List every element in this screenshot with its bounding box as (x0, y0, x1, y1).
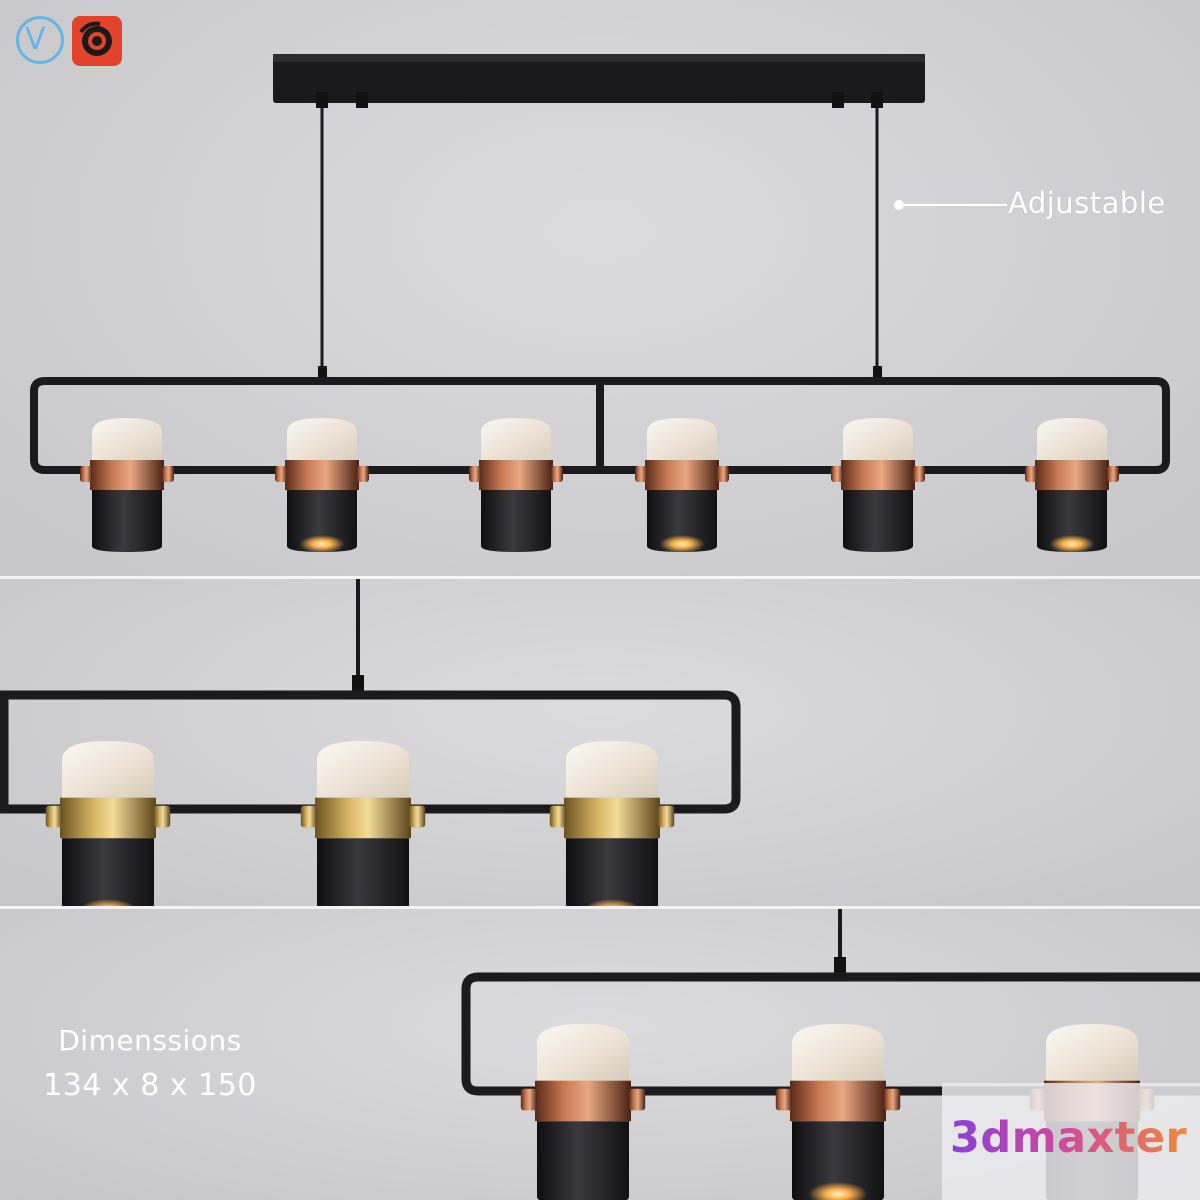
chandelier-closeup-brass-render (0, 579, 741, 906)
spotlight-lamp (300, 741, 426, 906)
spotlight-lamp (520, 1024, 646, 1200)
panel-divider (0, 906, 1200, 909)
watermark-text: 3dmaxter (950, 1113, 1188, 1163)
vray-logo-icon: V (16, 16, 64, 64)
spotlight-lamp (469, 418, 563, 552)
spotlight-lamp (635, 418, 729, 553)
spotlight-lamp (549, 741, 675, 906)
adjustable-callout-label: Adjustable (1008, 186, 1166, 220)
chandelier-overview-render (30, 54, 1170, 553)
corona-logo-icon (72, 16, 122, 66)
dimensions-title: Dimenssions (58, 1024, 242, 1057)
dimensions-value: 134 x 8 x 150 (43, 1068, 257, 1103)
overview-panel: Adjustable V (0, 0, 1200, 576)
watermark: 3dmaxter (942, 1083, 1200, 1200)
spotlight-lamp (1025, 418, 1119, 553)
panel-divider (0, 576, 1200, 579)
detail-panel-brass (0, 579, 1200, 906)
spotlight-lamp (45, 741, 171, 906)
spotlight-lamp (80, 418, 174, 552)
spotlight-lamp (275, 418, 369, 553)
spotlight-lamp (775, 1024, 901, 1200)
spotlight-lamp (831, 418, 925, 552)
callout-line (899, 204, 1007, 206)
